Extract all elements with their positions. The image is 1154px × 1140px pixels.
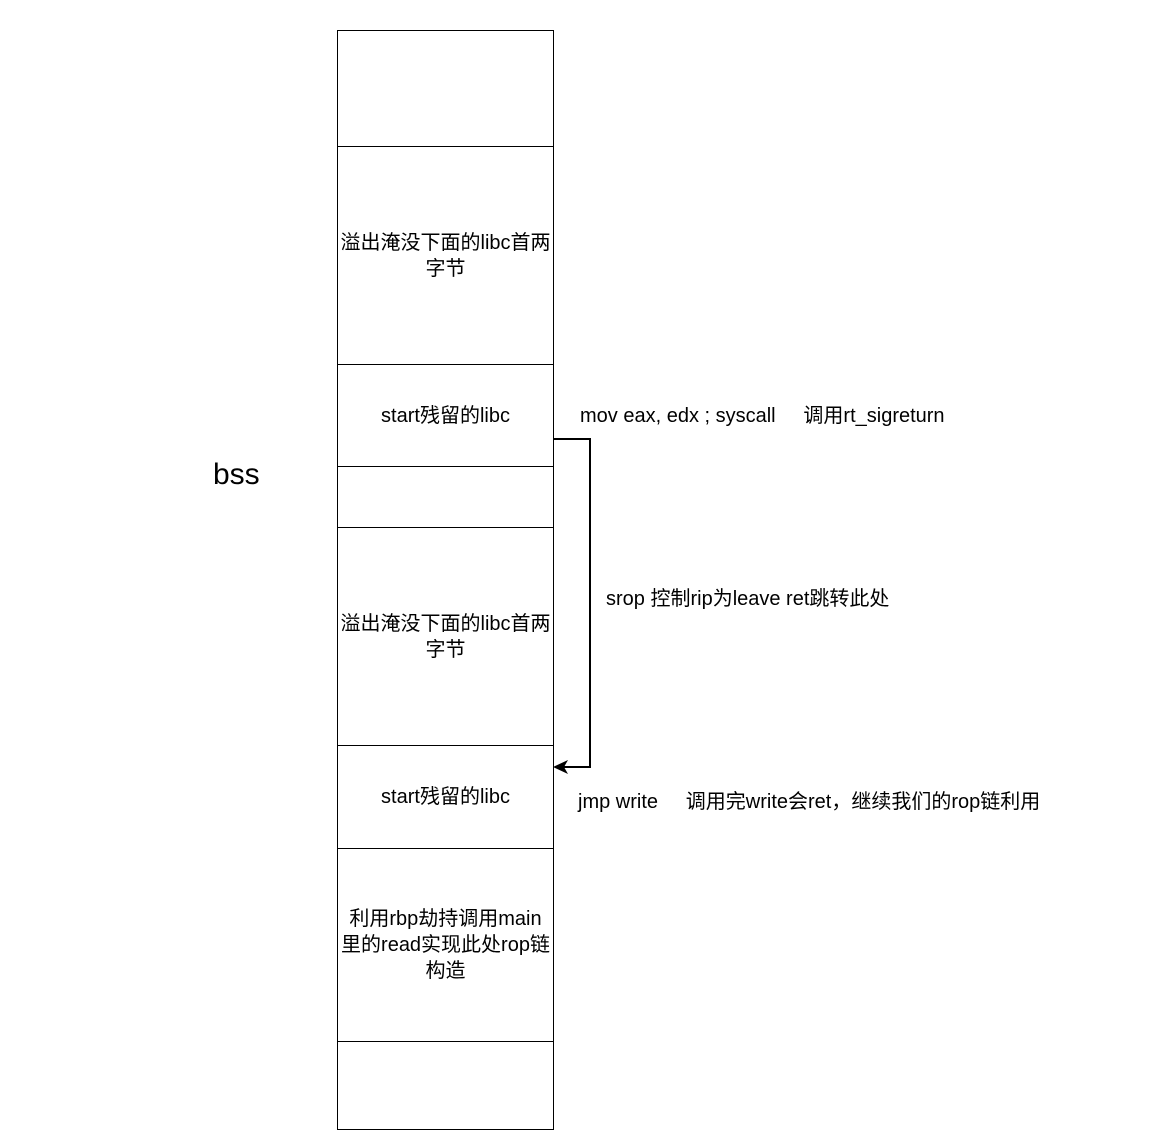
syscall-annotation: mov eax, edx ; syscall 调用rt_sigreturn — [580, 405, 945, 427]
jmp-write-annotation: jmp write 调用完write会ret，继续我们的rop链利用 — [578, 791, 1041, 813]
cell-text: 溢出淹没下面的libc首两字节 — [340, 231, 551, 280]
bss-label: bss — [213, 458, 260, 491]
stack-cell-overflow-2: 溢出淹没下面的libc首两字节 — [337, 527, 554, 746]
stack-cell-start-libc-1: start残留的libc — [337, 364, 554, 467]
arrowhead-icon — [553, 760, 568, 774]
stack-cell-rop-chain: 利用rbp劫持调用main里的read实现此处rop链构造 — [337, 848, 554, 1042]
stack-cell-start-libc-2: start残留的libc — [337, 745, 554, 849]
cell-text: 利用rbp劫持调用main里的read实现此处rop链构造 — [341, 908, 550, 982]
stack-cell-empty-top — [337, 30, 554, 147]
stack-cell-empty-bottom — [337, 1041, 554, 1130]
cell-text: 溢出淹没下面的libc首两字节 — [340, 612, 551, 661]
srop-annotation: srop 控制rip为leave ret跳转此处 — [606, 588, 890, 610]
